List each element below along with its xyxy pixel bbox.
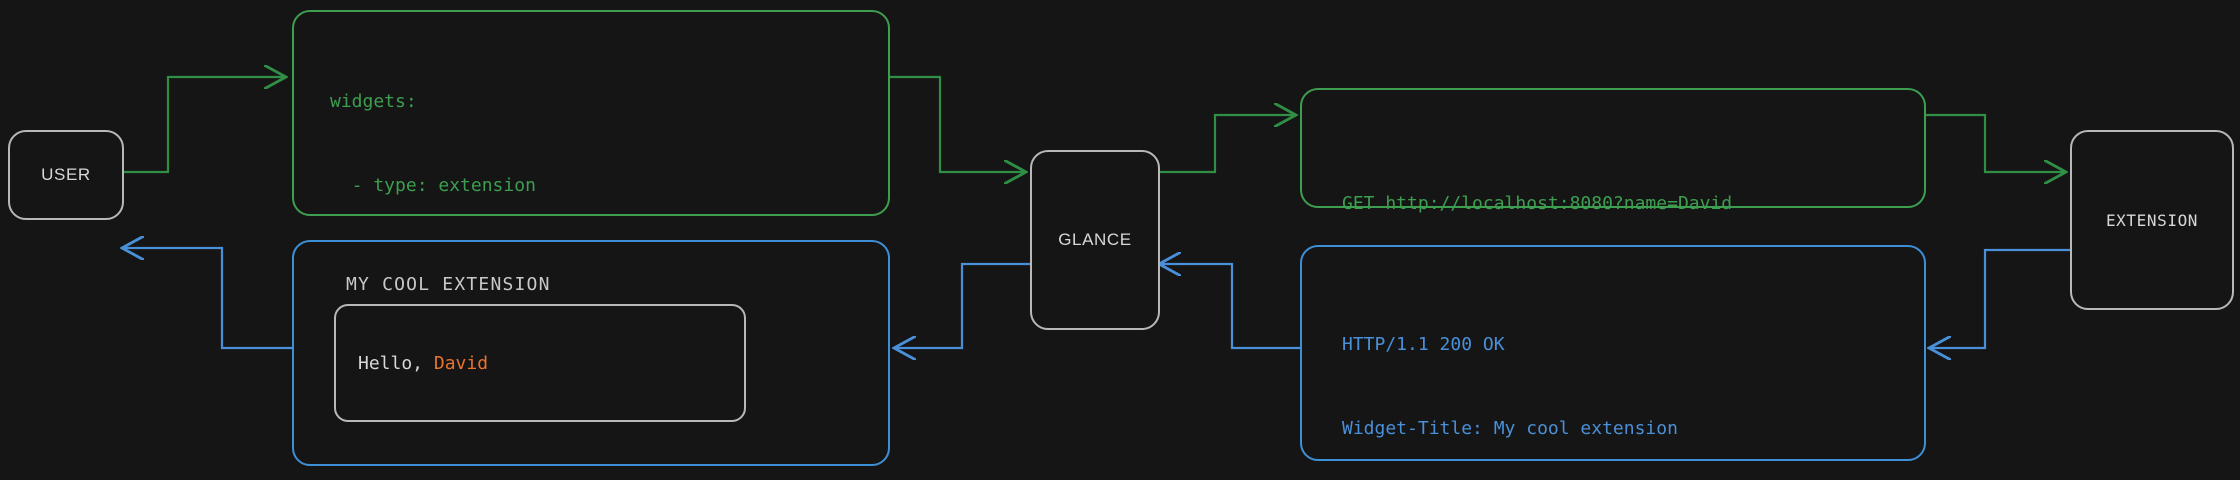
widget-preview-body: Hello, David	[336, 353, 488, 374]
edge-user-to-config	[118, 77, 286, 174]
node-glance-label: GLANCE	[1058, 230, 1132, 249]
request-code-block: GET http://localhost:8080?name=David	[1302, 90, 1924, 274]
panel-widget-preview: MY COOL EXTENSION Hello, David	[292, 240, 890, 466]
edge-extension-to-response	[1929, 248, 2070, 348]
config-line: widgets:	[330, 91, 417, 112]
panel-http-request: GET http://localhost:8080?name=David	[1300, 88, 1926, 214]
widget-body-accent: David	[433, 352, 489, 374]
panel-http-response: HTTP/1.1 200 OK Widget-Title: My cool ex…	[1300, 245, 1926, 461]
node-glance[interactable]: GLANCE	[1030, 150, 1160, 330]
node-extension-label: EXTENSION	[2105, 210, 2199, 230]
request-line: GET http://localhost:8080?name=David	[1342, 193, 1733, 214]
edge-widget-to-user	[122, 248, 292, 350]
widget-preview-card: Hello, David	[334, 304, 746, 422]
node-user-label: USER	[41, 165, 91, 184]
response-code-block: HTTP/1.1 200 OK Widget-Title: My cool ex…	[1302, 247, 1924, 480]
edge-glance-to-request	[1155, 115, 1296, 174]
widget-body-prefix: Hello,	[358, 352, 434, 374]
config-line: - type: extension	[330, 175, 536, 196]
edge-config-to-glance	[890, 75, 1026, 172]
edge-response-to-glance	[1159, 264, 1300, 350]
widget-preview-title: MY COOL EXTENSION	[346, 274, 551, 295]
node-extension[interactable]: EXTENSION	[2070, 130, 2234, 310]
response-line: HTTP/1.1 200 OK	[1342, 334, 1505, 355]
node-user[interactable]: USER	[8, 130, 124, 220]
response-line: Widget-Title: My cool extension	[1342, 418, 1678, 439]
panel-config: widgets: - type: extension url: http://l…	[292, 10, 890, 448]
edge-glance-to-widget	[894, 262, 1030, 348]
edge-request-to-extension	[1925, 113, 2066, 172]
